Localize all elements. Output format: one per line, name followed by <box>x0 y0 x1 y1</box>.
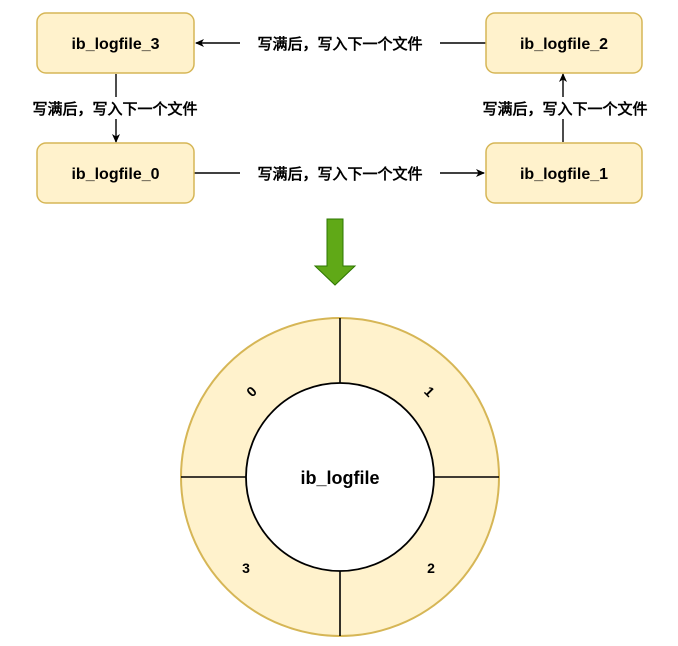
node-ib-logfile-0: ib_logfile_0 <box>36 142 195 204</box>
node-ib-logfile-2: ib_logfile_2 <box>485 12 643 74</box>
node-label: ib_logfile_3 <box>71 36 159 53</box>
edge-label-log1-to-log2: 写满后，写入下一个文件 <box>482 100 647 118</box>
edge-label-log2-to-log3: 写满后，写入下一个文件 <box>257 35 422 53</box>
ring-diagram: 0 1 2 3 ib_logfile <box>180 317 500 637</box>
ring-center-label: ib_logfile <box>300 468 379 488</box>
node-label: ib_logfile_2 <box>520 36 608 53</box>
node-ib-logfile-1: ib_logfile_1 <box>485 142 643 204</box>
inner-circle <box>245 382 435 572</box>
segment-label-2: 2 <box>427 560 435 576</box>
down-arrow-icon <box>313 218 357 286</box>
node-ib-logfile-3: ib_logfile_3 <box>36 12 195 74</box>
node-label: ib_logfile_0 <box>71 166 159 183</box>
segment-label-3: 3 <box>242 560 250 576</box>
node-label: ib_logfile_1 <box>520 166 608 183</box>
edge-label-log0-to-log1: 写满后，写入下一个文件 <box>257 165 422 183</box>
edge-label-log3-to-log0: 写满后，写入下一个文件 <box>32 100 197 118</box>
